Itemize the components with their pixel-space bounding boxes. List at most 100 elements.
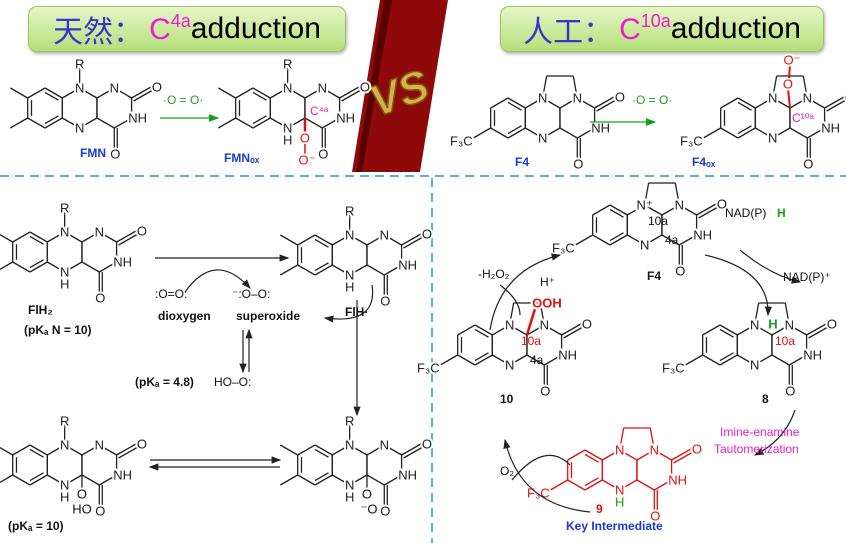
carbonyl-oxygen: O [803, 157, 813, 172]
carbonyl-oxygen: O [650, 509, 660, 524]
bond [44, 117, 63, 129]
nitrogen-n1: N [675, 198, 684, 213]
bond [81, 444, 100, 456]
nitrogen-n5: N [768, 131, 777, 146]
bond [576, 97, 595, 109]
header-natural-adduction: adduction [190, 12, 321, 45]
bond [543, 354, 562, 366]
nitrogen-n10: N [505, 318, 514, 333]
bond [64, 261, 83, 273]
carbon-position: 10a [640, 11, 671, 31]
bond [524, 127, 543, 139]
hydrogen-n5: H [345, 280, 354, 295]
bond [81, 261, 100, 273]
carbonyl-oxygen: O [615, 90, 625, 105]
carbonyl-oxygen: O [692, 442, 702, 457]
nitrogen-n1: N [380, 438, 389, 453]
bond [526, 324, 545, 336]
bond [653, 479, 672, 491]
bond [96, 117, 115, 129]
bond [673, 451, 694, 464]
header-artificial: 人工： C10a adduction [500, 6, 824, 52]
bond [601, 449, 620, 461]
bond [559, 127, 578, 139]
nitrogen-n3: NH [336, 111, 355, 126]
bond [252, 91, 267, 101]
bond [509, 324, 528, 336]
bond [636, 479, 655, 491]
bond [29, 474, 48, 486]
trifluoromethyl-group: F₃C [552, 241, 575, 256]
bond [29, 235, 44, 245]
bond [619, 427, 625, 451]
nitrogen-n10: N⁺ [637, 198, 653, 213]
bond [118, 446, 139, 459]
bond [736, 354, 755, 366]
bond [12, 474, 31, 486]
superoxide-structure: ⁻:O–O: [232, 287, 270, 301]
bond [509, 354, 528, 366]
bond [12, 231, 31, 243]
bond [719, 352, 734, 362]
bond [218, 117, 237, 129]
hydrogen-n5: H [345, 490, 354, 505]
bond [403, 446, 424, 459]
bond [644, 204, 663, 216]
nitrogen-n10: N [75, 81, 84, 96]
bond [61, 87, 80, 99]
nadph-label: NAD(P) [725, 206, 766, 220]
r-group: R [60, 414, 69, 429]
carbonyl-oxygen: O [582, 317, 592, 332]
bond [594, 96, 615, 109]
pka-4-8-label: (pKₐ = 4.8) [135, 375, 194, 389]
bond [737, 97, 756, 109]
bond [550, 479, 569, 491]
nitrogen-n5: N [283, 121, 292, 136]
bond [575, 234, 594, 246]
nitrogen-n3: NH [113, 255, 132, 270]
nitrogen-n10: N [345, 438, 354, 453]
bond [719, 324, 738, 336]
bond [287, 117, 306, 129]
bond [771, 324, 790, 336]
bond [349, 474, 368, 486]
bond [737, 125, 752, 135]
bond [789, 127, 808, 139]
bond [218, 87, 237, 99]
nitrogen-n1: N [95, 438, 104, 453]
bond [314, 234, 333, 246]
bond [542, 127, 561, 139]
bond [626, 234, 645, 246]
cycle-arrow-10-to-f4 [489, 253, 562, 331]
bond [269, 87, 288, 99]
carbonyl-oxygen: O [110, 147, 120, 162]
nitrogen-n3: NH [398, 468, 417, 483]
r-group: R [345, 204, 354, 219]
bond [116, 443, 137, 456]
bond [584, 477, 599, 487]
bond [561, 323, 582, 336]
carbonyl-oxygen: O [95, 291, 105, 306]
r-group: R [75, 57, 84, 72]
bond [649, 427, 655, 451]
peroxy-anion: ⁻O [360, 502, 377, 517]
nitrogen-n5: N [75, 121, 84, 136]
trifluoromethyl-group: F₃C [662, 361, 685, 376]
peroxy-anion: O⁻ [783, 53, 800, 68]
bond [474, 354, 493, 366]
hydrogen-n5: H [615, 495, 624, 510]
hydroperoxy-group: OOH [532, 296, 562, 311]
bond [118, 233, 139, 246]
pka-10-label: (pKₐ = 10) [8, 519, 64, 533]
key-intermediate-label: Key Intermediate [566, 519, 663, 533]
bond [806, 323, 827, 336]
bond [507, 97, 526, 109]
bond [754, 127, 773, 139]
nadph-hydrogen: H [777, 206, 786, 220]
bond [524, 97, 543, 109]
nitrogen-n1: N [110, 81, 119, 96]
o2-input-arrow [511, 454, 571, 481]
